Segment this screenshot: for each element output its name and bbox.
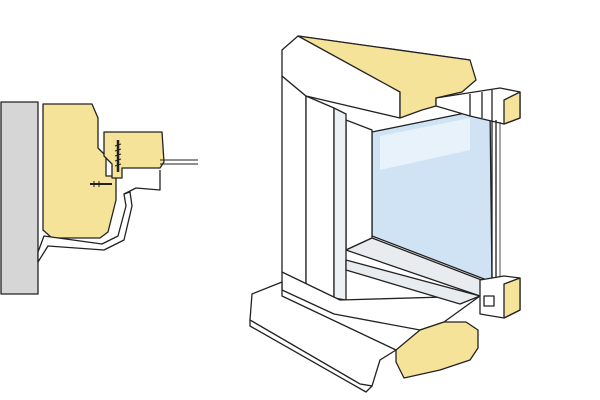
section-detail (0, 101, 198, 295)
window-cutaway (249, 35, 521, 393)
left-jamb (281, 75, 307, 291)
timber-block (42, 103, 117, 239)
upper-block (103, 131, 165, 179)
sill-wood (395, 321, 479, 379)
wall-section (0, 101, 39, 295)
screw-icon (114, 140, 122, 172)
left-jamb-face (305, 95, 335, 299)
inner-frame (345, 119, 373, 251)
nail-icon (90, 181, 112, 187)
cladding-profile (37, 191, 133, 263)
